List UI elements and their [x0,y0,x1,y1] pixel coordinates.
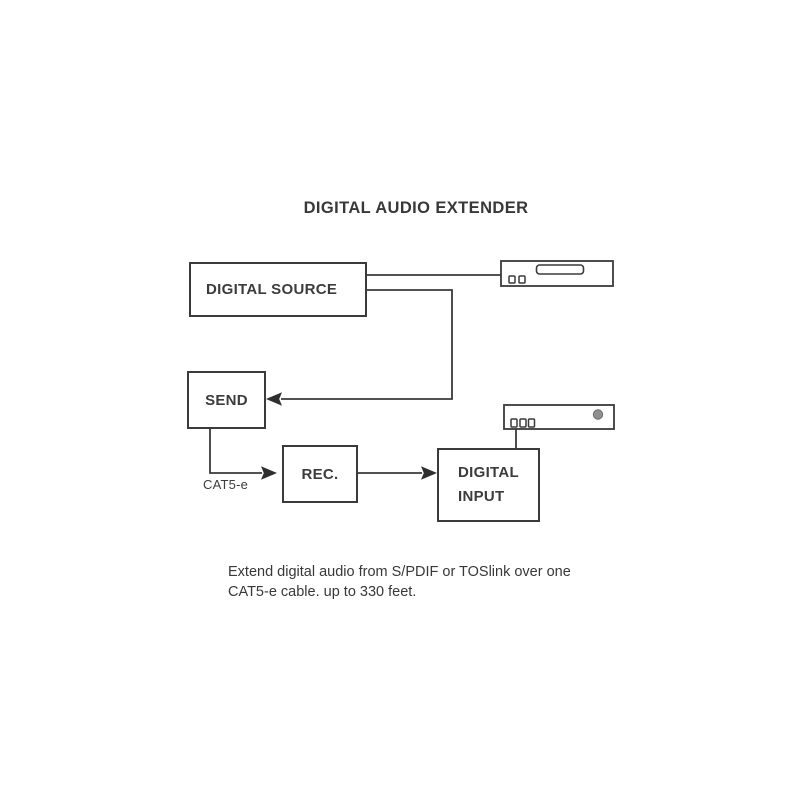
arrowhead-into-rec [261,466,277,480]
digital-input-box: DIGITAL INPUT [437,448,540,522]
digital-input-label-line2: INPUT [458,488,505,505]
wire-source-to-send [281,289,453,400]
diagram-title: DIGITAL AUDIO EXTENDER [303,199,529,217]
caption-line1: Extend digital audio from S/PDIF or TOSl… [228,564,571,580]
cat5e-cable-label: CAT5-e [203,477,249,492]
av-receiver-icon [503,404,615,430]
arrowhead-into-input [421,466,437,480]
receiver-port [527,418,536,428]
wire-send-to-rec [209,429,262,474]
send-label: SEND [205,391,248,409]
digital-input-label: DIGITAL INPUT [458,461,519,509]
receiver-knob [592,409,604,420]
caption: Extend digital audio from S/PDIF or TOSl… [228,562,571,602]
receiver-port [510,418,518,428]
player-display [535,264,585,275]
player-button [508,275,516,284]
digital-input-label-line1: DIGITAL [458,464,519,481]
send-box: SEND [187,371,266,429]
receiver-port [519,418,527,428]
rec-label: REC. [301,465,339,483]
rec-box: REC. [282,445,358,503]
cd-player-icon [500,260,614,287]
digital-source-label: DIGITAL SOURCE [206,281,338,298]
digital-source-box: DIGITAL SOURCE [189,262,367,317]
player-button [518,275,526,284]
caption-line2: CAT5-e cable. up to 330 feet. [228,584,417,600]
arrowhead-into-send [266,392,282,406]
